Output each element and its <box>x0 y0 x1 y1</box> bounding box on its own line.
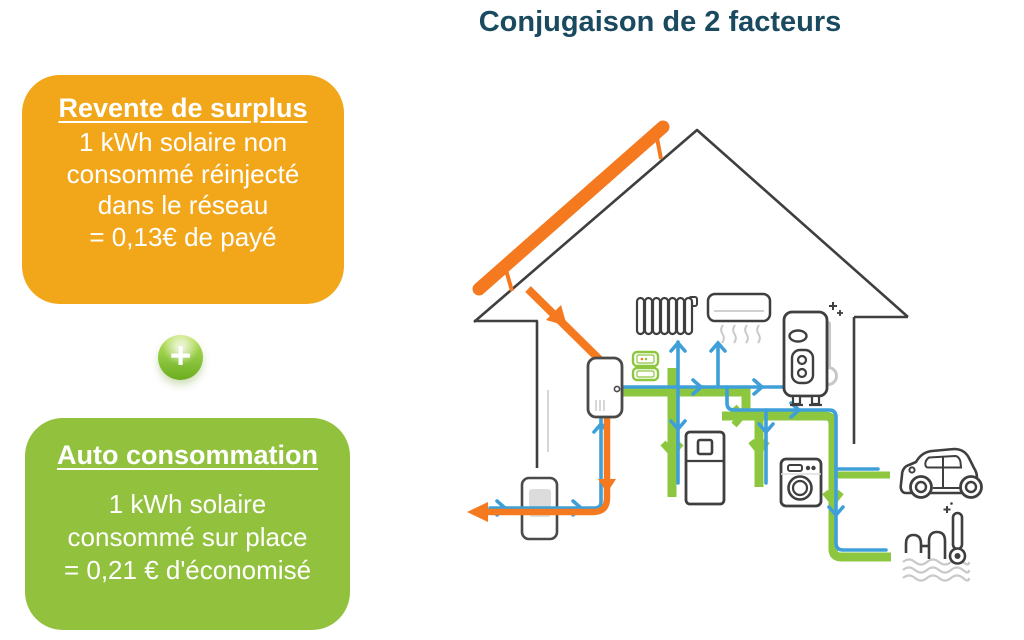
water-heater-icon <box>782 302 843 407</box>
surplus-card-heading: Revente de surplus <box>58 93 308 123</box>
washing-machine-icon <box>779 457 823 508</box>
swimming-pool-icon <box>902 502 971 582</box>
autoconsumption-card-line: consommé sur place <box>67 522 308 552</box>
surplus-card-line: consommé réinjecté <box>66 158 300 189</box>
surplus-card-line: = 0,13€ de payé <box>89 221 277 252</box>
autoconsumption-card: Auto consommation 1 kWh solaire consommé… <box>25 418 350 630</box>
smart-meter-icon <box>631 350 660 382</box>
autoconsumption-card-line: = 0,21 € d'économisé <box>63 555 312 585</box>
autoconsumption-card-line: 1 kWh solaire <box>108 489 267 519</box>
flow-self-consumption <box>622 368 891 562</box>
radiator-icon <box>635 296 698 336</box>
fridge-icon <box>684 430 726 506</box>
plus-glyph: + <box>169 335 192 376</box>
surplus-card-line: 1 kWh solaire non <box>78 127 288 157</box>
electric-car-icon <box>899 447 983 499</box>
house-icon <box>473 128 909 468</box>
inverter-icon <box>586 356 624 419</box>
surplus-card-line: dans le réseau <box>97 190 269 220</box>
flow-solar <box>467 286 616 522</box>
air-conditioner-icon <box>706 292 772 344</box>
solar-panel-icon <box>472 120 670 296</box>
page-title: Conjugaison de 2 facteurs <box>478 6 842 38</box>
surplus-card: Revente de surplus 1 kWh solaire non con… <box>22 75 344 304</box>
flow-grid <box>488 340 888 552</box>
autoconsumption-card-heading: Auto consommation <box>57 440 318 470</box>
plus-icon: + <box>158 335 203 380</box>
